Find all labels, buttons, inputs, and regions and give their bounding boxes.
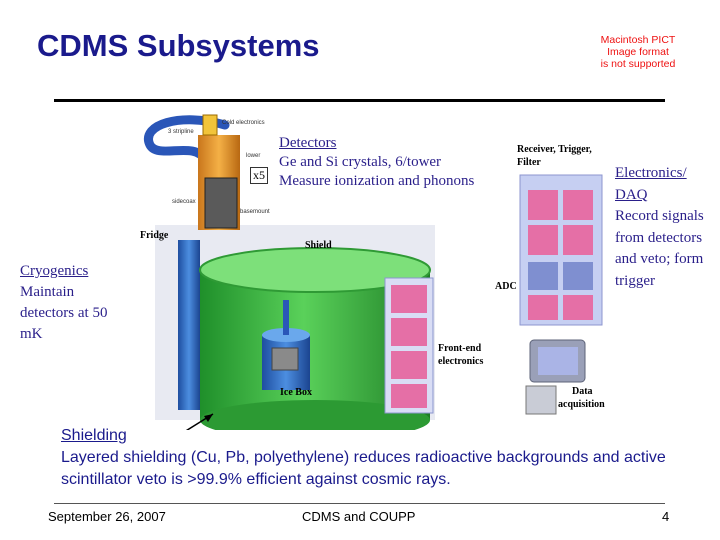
shielding-pointer <box>185 413 214 430</box>
front-end-slot <box>391 285 427 313</box>
title-rule <box>54 99 665 102</box>
adc-label: ADC <box>495 281 517 292</box>
pict-unsupported-notice: Macintosh PICT Image format is not suppo… <box>600 34 676 70</box>
footer-rule <box>54 503 665 504</box>
footer-center: CDMS and COUPP <box>302 509 416 524</box>
rack-slot <box>563 295 593 320</box>
fridge-column <box>178 240 200 410</box>
receiver-label: Receiver, Trigger, <box>517 144 592 155</box>
filter-label: Filter <box>517 157 541 168</box>
rack-slot <box>528 225 558 255</box>
cryogenics-body: Maintain detectors at 50 mK <box>20 284 108 342</box>
rack-slot <box>528 190 558 220</box>
page-number: 4 <box>662 509 670 524</box>
front-end-slot <box>391 351 427 379</box>
stripline-label: 3 stripline <box>168 129 194 135</box>
shielding-pointer-head <box>204 414 213 422</box>
data-acq-label-1: Data <box>572 386 593 397</box>
detectors-callout: Detectors Ge and Si crystals, 6/tower Me… <box>279 134 474 191</box>
detectors-line-2: Measure ionization and phonons <box>279 173 475 189</box>
daq-base <box>525 385 557 415</box>
shielding-body: Layered shielding (Cu, Pb, polyethylene)… <box>61 449 666 488</box>
front-end-slot <box>391 384 427 408</box>
shielding-heading: Shielding <box>61 427 127 444</box>
shield-top <box>199 247 431 293</box>
front-end-slot <box>391 318 427 346</box>
footer-date: September 26, 2007 <box>48 509 166 524</box>
ice-box-label: Ice Box <box>280 387 312 398</box>
shield-base <box>200 400 430 430</box>
fridge-label: Fridge <box>140 230 169 241</box>
rack-slot <box>563 190 593 220</box>
cdms-diagram: Fridge Shield ADC Receiver, Trigger, Fil… <box>140 114 605 430</box>
daq-screen <box>538 347 578 375</box>
detector-stack <box>204 177 238 229</box>
shielding-callout: Shielding Layered shielding (Cu, Pb, pol… <box>61 425 711 491</box>
tower-mid-label: sidecoax <box>172 199 196 205</box>
fridge-cable <box>144 115 230 165</box>
rack-slot <box>528 262 558 290</box>
front-end-label-2: electronics <box>438 356 483 367</box>
electronics-body: Record signals from detectors and veto; … <box>615 208 704 289</box>
electronics-callout: Electronics/ DAQ Record signals from det… <box>615 163 715 292</box>
shield-label: Shield <box>305 240 332 251</box>
cryogenics-heading: Cryogenics <box>20 263 89 279</box>
detectors-heading: Detectors <box>279 135 337 151</box>
data-acq-label-2: acquisition <box>558 399 605 410</box>
cryogenics-callout: Cryogenics Maintain detectors at 50 mK <box>20 261 130 345</box>
page-title: CDMS Subsystems <box>37 28 320 63</box>
rack-slot <box>528 295 558 320</box>
ice-box-detectors <box>271 347 299 371</box>
tower-top-label: Cold electronics <box>222 120 265 126</box>
rack-slot <box>563 262 593 290</box>
detectors-line-1: Ge and Si crystals, 6/tower <box>279 154 442 170</box>
tower-lower-label: lower <box>246 153 260 159</box>
electronics-heading: Electronics/ DAQ <box>615 165 687 203</box>
rack-slot <box>563 225 593 255</box>
front-end-label-1: Front-end <box>438 343 482 354</box>
tower-base-label: basemount <box>240 209 270 215</box>
tower-multiplier: x5 <box>250 167 268 184</box>
tower-connector <box>202 114 218 136</box>
